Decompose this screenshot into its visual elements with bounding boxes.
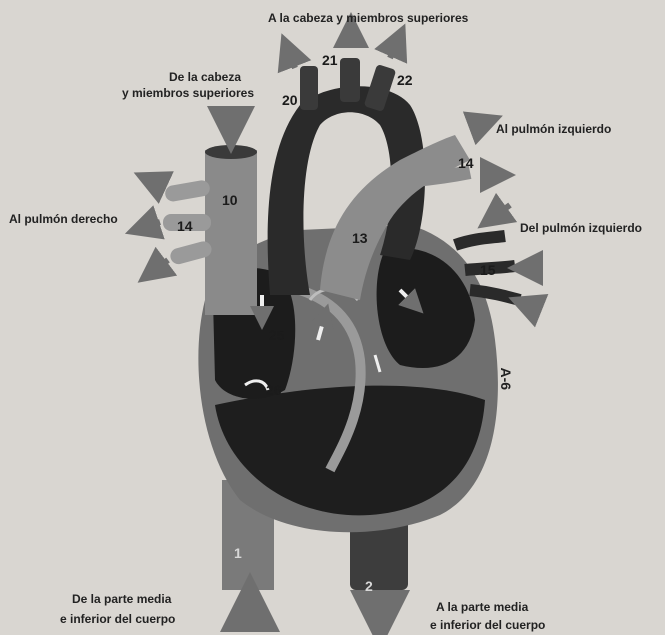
number-26: 26 xyxy=(266,382,282,398)
arrow-to-right-lung-1 xyxy=(150,180,163,186)
arrow-to-left-lung xyxy=(470,122,486,128)
label-to-left-lung: Al pulmón izquierdo xyxy=(496,122,611,137)
right-pulmonary-artery-1 xyxy=(164,179,211,203)
number-14-right: 14 xyxy=(177,218,193,234)
number-25: 25 xyxy=(269,327,285,343)
arrow-from-left-lung-1 xyxy=(492,205,510,218)
label-to-right-lung: Al pulmón derecho xyxy=(9,212,118,227)
number-15: 15 xyxy=(480,262,496,278)
superior-vena-cava-opening xyxy=(205,145,257,159)
label-from-head-1: De la cabeza xyxy=(150,70,260,85)
label-from-lower-2: e inferior del cuerpo xyxy=(60,612,175,627)
label-from-lower-1: De la parte media xyxy=(72,592,171,607)
number-13: 13 xyxy=(352,230,368,246)
arrow-up-3 xyxy=(390,40,398,58)
left-pulmonary-vein-1 xyxy=(455,236,505,245)
left-pulmonary-artery xyxy=(415,172,470,180)
arrow-up-1 xyxy=(288,50,295,68)
arrow-to-right-lung-3 xyxy=(152,260,168,272)
number-1: 1 xyxy=(234,545,242,561)
label-from-left-lung: Del pulmón izquierdo xyxy=(520,221,642,236)
arrow-from-left-lung-3 xyxy=(525,304,540,310)
number-22: 22 xyxy=(397,72,413,88)
label-to-head: A la cabeza y miembros superiores xyxy=(268,11,468,26)
superior-vena-cava xyxy=(205,150,257,315)
number-14-left: 14 xyxy=(458,155,474,171)
arrow-to-right-lung-2 xyxy=(142,222,160,228)
number-20: 20 xyxy=(282,92,298,108)
brachiocephalic-artery xyxy=(300,66,318,110)
number-10: 10 xyxy=(222,192,238,208)
number-2: 2 xyxy=(365,578,373,594)
figure-code: A-6 xyxy=(497,367,515,390)
label-to-lower-1: A la parte media xyxy=(436,600,528,615)
label-from-head-2: y miembros superiores xyxy=(108,86,268,101)
number-21: 21 xyxy=(322,52,338,68)
left-common-carotid xyxy=(340,58,360,102)
label-to-lower-2: e inferior del cuerpo xyxy=(430,618,545,633)
